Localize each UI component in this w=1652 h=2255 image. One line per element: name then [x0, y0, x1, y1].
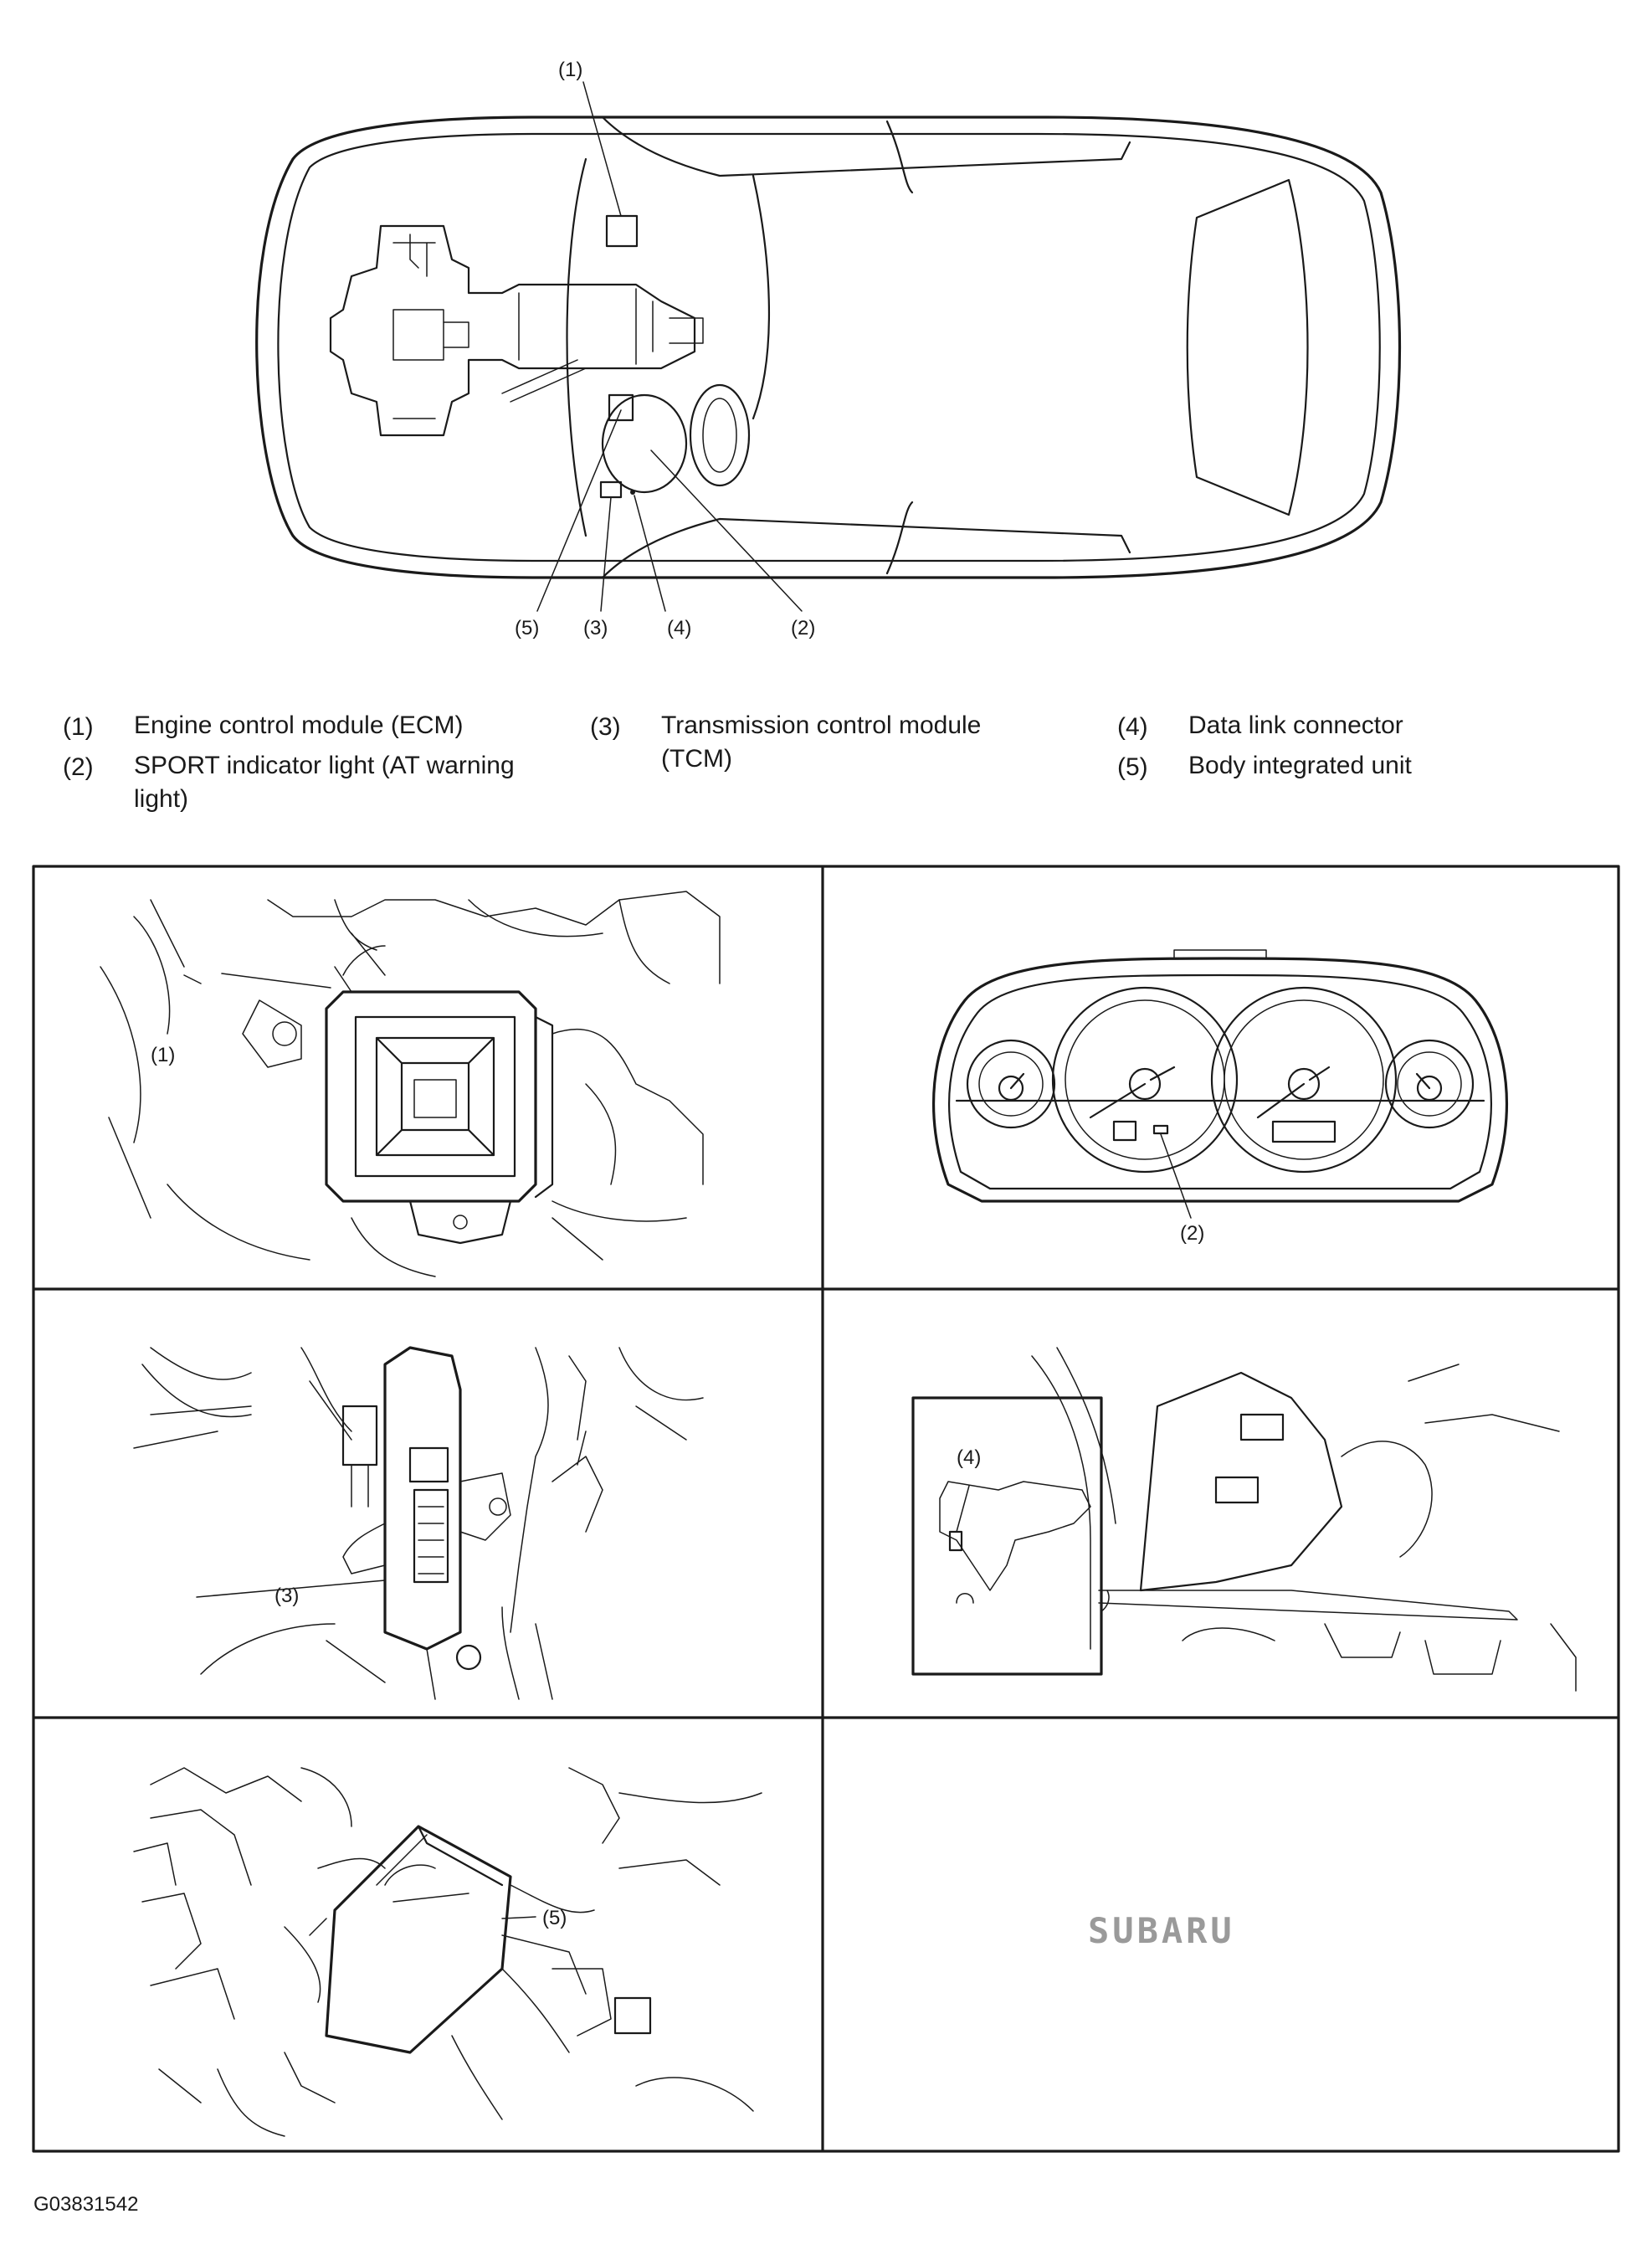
data-link-connector [948, 1530, 963, 1552]
body-integrated-unit-location-marker [608, 393, 634, 422]
panel-cluster-callout: (2) [1180, 1222, 1205, 1245]
top-callout-4: (4) [667, 617, 692, 640]
legend-text-4: Data link connector [1188, 711, 1403, 739]
sport-indicator-light [1152, 1124, 1169, 1135]
legend-num-4: (4) [1117, 713, 1148, 741]
dlc-panel-illustration [911, 1347, 1577, 1692]
ecm-panel-illustration [100, 891, 721, 1277]
biu-panel-illustration [133, 1767, 762, 2137]
legend-text-3: Transmission control module (TCM) [661, 711, 982, 773]
car-top-view-diagram [255, 81, 1402, 612]
legend-num-5: (5) [1117, 753, 1148, 781]
legend-text-2: SPORT indicator light (AT warning light) [134, 752, 515, 813]
legend-text-1: Engine control module (ECM) [134, 711, 464, 739]
tcm-panel-illustration [133, 1346, 704, 1700]
figure-id: G03831542 [33, 2193, 139, 2216]
panel-ecm-callout: (1) [151, 1044, 176, 1066]
ecm-location-marker [605, 214, 639, 248]
tcm-module-box [383, 1346, 462, 1651]
legend-num-2: (2) [63, 753, 94, 781]
top-callout-1: (1) [558, 59, 583, 81]
car-body-outline [255, 116, 1402, 579]
panel-tcm-callout: (3) [274, 1585, 300, 1607]
subaru-logo: SUBARU [1088, 1910, 1235, 1951]
panel-biu-callout: (5) [542, 1907, 567, 1929]
instrument-cluster-outline [931, 957, 1509, 1203]
top-callout-5: (5) [515, 617, 540, 640]
panel-dlc-callout: (4) [957, 1446, 982, 1469]
top-callout-2: (2) [791, 617, 816, 640]
steering-wheel-outline [601, 393, 688, 494]
legend-text-5: Body integrated unit [1188, 752, 1412, 779]
cluster-panel-illustration [931, 949, 1509, 1219]
top-callout-3: (3) [583, 617, 608, 640]
dlc-detail-inset [911, 1396, 1103, 1676]
legend-num-1: (1) [63, 713, 94, 741]
ecm-module-box [325, 990, 537, 1203]
body-integrated-unit-box [325, 1825, 512, 2054]
legend-num-3: (3) [590, 713, 621, 741]
